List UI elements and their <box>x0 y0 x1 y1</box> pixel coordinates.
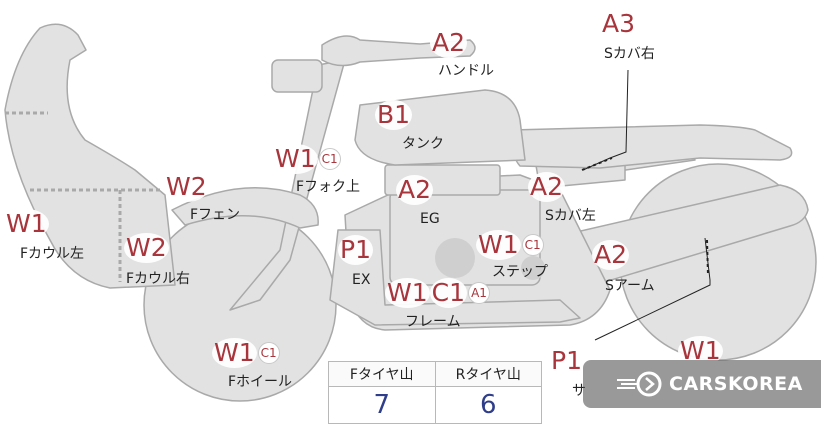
code-handle: A2 <box>430 28 468 58</box>
leader-dash-sc <box>581 157 613 171</box>
code-front-cowl-left-main: W1 <box>4 209 49 239</box>
front-tread-header: Fタイヤ山 <box>328 361 436 387</box>
label-swing-arm: Sアーム <box>605 278 655 294</box>
code-exhaust-main: P1 <box>338 235 373 265</box>
code-frame-sub2: A1 <box>468 282 490 304</box>
label-tank: タンク <box>402 136 444 152</box>
seat-shape <box>510 124 793 169</box>
carskorea-logo-icon <box>617 371 662 397</box>
front-fender-shape <box>171 187 319 229</box>
code-exhaust: P1 <box>338 235 373 265</box>
label-step: ステップ <box>492 264 548 280</box>
step-peg-circle <box>521 256 545 280</box>
code-frame: W1 C1 A1 <box>385 278 490 308</box>
rear-tread-header: Rタイヤ山 <box>434 361 542 387</box>
label-front-cowl-right: Fカウル右 <box>126 271 191 287</box>
label-front-wheel: Fホイール <box>228 374 293 390</box>
code-step-main: W1 <box>476 230 521 260</box>
code-swing-arm-main: A2 <box>592 240 630 270</box>
code-front-fork-upper: W1 C1 <box>273 144 341 174</box>
code-frame-main: W1 <box>385 278 430 308</box>
code-front-fender: W2 <box>164 172 209 202</box>
label-handle: ハンドル <box>438 63 494 79</box>
code-handle-main: A2 <box>430 28 468 58</box>
code-front-cowl-right: W2 <box>124 233 169 263</box>
code-frame-sub: C1 <box>429 278 467 308</box>
label-front-cowl-left: Fカウル左 <box>20 246 85 262</box>
code-front-fender-main: W2 <box>164 172 209 202</box>
tread-depth-table: Fタイヤ山 Rタイヤ山 7 6 <box>328 361 542 424</box>
code-side-cover-right: A3 <box>600 9 638 39</box>
label-front-fender: Fフェン <box>190 207 241 223</box>
code-step-sub: C1 <box>521 234 544 256</box>
carskorea-watermark: CARSKOREA <box>583 360 821 408</box>
label-frame: フレーム <box>405 314 461 330</box>
label-front-fork-upper: Fフォク上 <box>296 179 361 195</box>
code-engine: A2 <box>396 175 434 205</box>
code-tank-main: B1 <box>375 100 413 130</box>
code-silencer: P1 <box>549 346 584 376</box>
code-front-cowl-right-main: W2 <box>124 233 169 263</box>
code-engine-main: A2 <box>396 175 434 205</box>
code-front-cowl-left: W1 <box>4 209 49 239</box>
label-exhaust: EX <box>352 272 371 288</box>
code-silencer-main: P1 <box>549 346 584 376</box>
code-side-cover-right-main: A3 <box>600 9 638 39</box>
code-tank: B1 <box>375 100 413 130</box>
front-tread-value: 7 <box>328 386 436 424</box>
carskorea-logo-text: CARSKOREA <box>669 373 803 395</box>
label-engine: EG <box>420 211 440 227</box>
exhaust-shape <box>329 229 581 326</box>
code-front-wheel-main: W1 <box>212 338 257 368</box>
label-side-cover-right: Sカバ右 <box>604 46 655 62</box>
code-front-wheel: W1 C1 <box>212 338 280 368</box>
rear-tread-value: 6 <box>434 386 542 424</box>
code-swing-arm: A2 <box>592 240 630 270</box>
headlight-shape <box>271 59 323 93</box>
engine-cover-circle <box>435 238 475 278</box>
label-side-cover-left: Sカバ左 <box>545 208 596 224</box>
tread-value-row: 7 6 <box>328 386 542 424</box>
code-side-cover-left-main: A2 <box>528 172 566 202</box>
code-step: W1 C1 <box>476 230 544 260</box>
label-silencer: サ <box>572 383 586 399</box>
code-side-cover-left: A2 <box>528 172 566 202</box>
code-front-wheel-sub: C1 <box>257 342 280 364</box>
leader-side-cover-right <box>582 69 629 171</box>
tread-header-row: Fタイヤ山 Rタイヤ山 <box>328 361 542 387</box>
code-front-fork-upper-main: W1 <box>273 144 318 174</box>
code-front-fork-upper-sub: C1 <box>318 148 341 170</box>
